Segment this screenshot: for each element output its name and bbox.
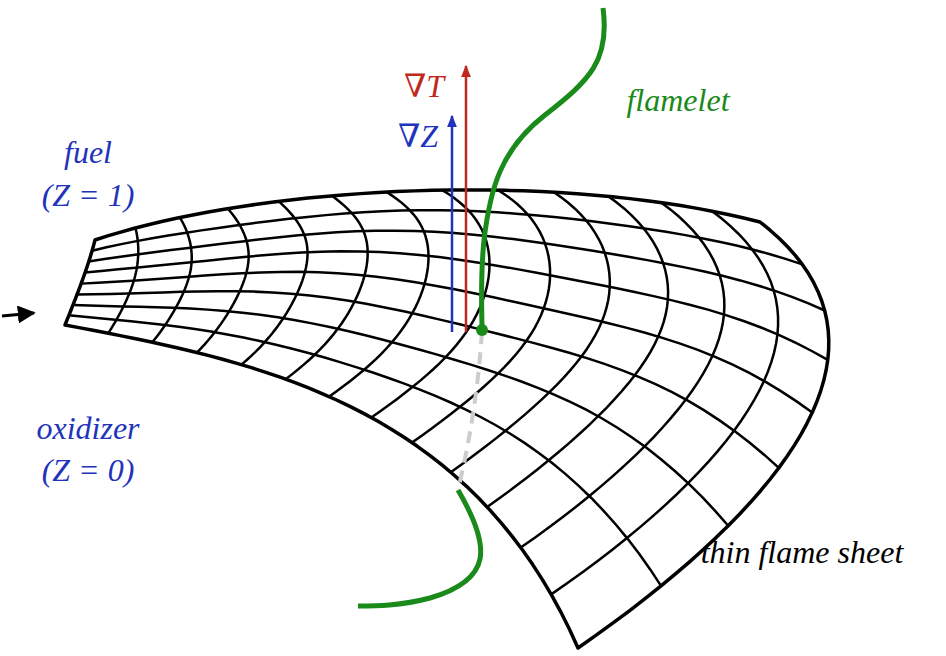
mesh-line	[329, 192, 428, 397]
mesh-line	[77, 291, 779, 468]
flow-arrow	[2, 313, 34, 316]
mesh-line	[73, 305, 728, 526]
mesh-line	[69, 315, 661, 586]
stream-label: oxidizer	[36, 412, 139, 444]
sheet-label: thin flame sheet	[701, 536, 904, 568]
mesh-line	[286, 196, 368, 379]
mixture-fraction: (Z = 1)	[42, 179, 135, 211]
mesh-line	[487, 196, 668, 507]
mixture-fraction: (Z = 0)	[42, 454, 135, 486]
hidden-flamelet	[458, 332, 482, 490]
flame-sheet	[65, 190, 829, 648]
mesh-line	[371, 190, 489, 417]
mesh-line	[89, 231, 825, 311]
mesh-line	[521, 203, 725, 548]
flamelet-curve	[358, 490, 481, 606]
flamelet-point	[476, 324, 488, 336]
mesh-line	[81, 272, 812, 413]
mesh-line	[92, 210, 802, 264]
gradient-t-arrow	[465, 66, 468, 332]
gradient-z-arrow	[451, 116, 454, 332]
mesh-line	[85, 251, 828, 360]
gradient-label: ∇T	[404, 70, 444, 102]
stream-label: fuel	[64, 136, 112, 168]
gradient-label: ∇Z	[398, 120, 438, 152]
flamelet-label: flamelet	[626, 84, 729, 116]
flamelet-curve	[482, 8, 605, 330]
